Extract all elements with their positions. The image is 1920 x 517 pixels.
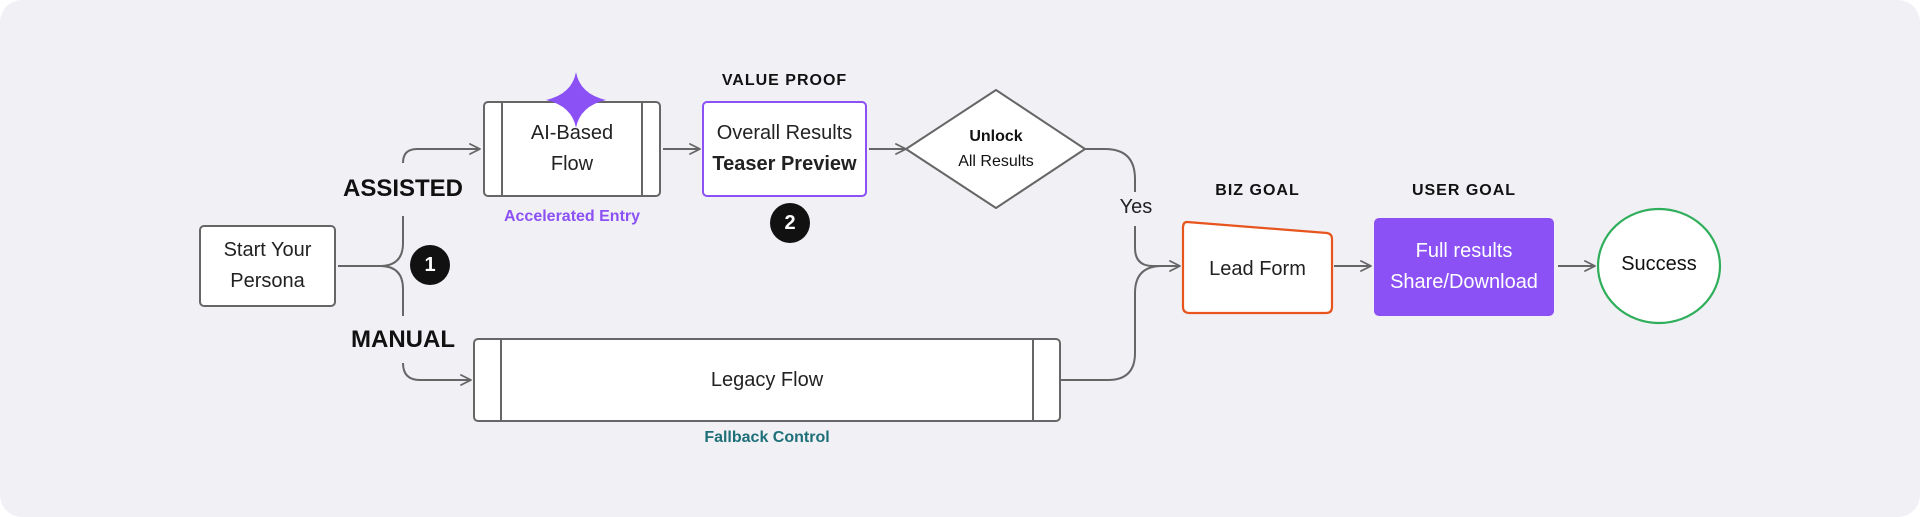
legacy-flow-node: Legacy Flow: [473, 338, 1061, 422]
step-badge-2: 2: [770, 203, 810, 243]
user-goal-header: USER GOAL: [1411, 182, 1517, 199]
arrow-to-legacy-flow: [402, 362, 472, 386]
start-label-line2: Persona: [230, 270, 305, 292]
connector-unlock-yes: [1085, 148, 1136, 192]
sparkle-icon: [546, 72, 606, 128]
ai-flow-caption: Accelerated Entry: [503, 208, 641, 225]
branch-label-manual: MANUAL: [351, 326, 455, 353]
yes-label: Yes: [1119, 196, 1153, 218]
user-goal-label-line2: Share/Download: [1390, 271, 1538, 293]
connector-yes-merge: [1134, 226, 1181, 272]
branch-label-assisted: ASSISTED: [342, 175, 464, 202]
value-proof-label-line1: Overall Results: [716, 122, 853, 144]
legacy-flow-left-bar: [500, 340, 502, 420]
ai-flow-label-line2: Flow: [550, 153, 594, 175]
arrow-to-ai-flow: [402, 143, 481, 164]
biz-goal-header: BIZ GOAL: [1215, 182, 1300, 199]
start-persona-node: Start Your Persona: [199, 225, 336, 307]
start-label-line1: Start Your: [223, 239, 312, 261]
connector-start-fork-lower: [379, 265, 404, 316]
unlock-text: Unlock All Results: [916, 124, 1076, 174]
ai-flow-right-bar: [641, 103, 643, 195]
unlock-label-line1: Unlock: [969, 128, 1023, 145]
user-goal-node: Full results Share/Download: [1374, 218, 1554, 316]
user-goal-label-line1: Full results: [1415, 240, 1513, 262]
legacy-flow-label: Legacy Flow: [710, 368, 824, 391]
connector-legacy-merge: [1061, 265, 1163, 381]
unlock-label-line2: All Results: [958, 153, 1034, 170]
lead-form-label: Lead Form: [1209, 258, 1306, 280]
success-circle: [1596, 207, 1722, 325]
ai-flow-label-line1: AI-Based: [530, 122, 614, 144]
unlock-diamond: [905, 89, 1086, 209]
legacy-flow-right-bar: [1032, 340, 1034, 420]
legacy-flow-caption: Fallback Control: [704, 429, 830, 446]
success-label: Success: [1621, 253, 1697, 275]
step-badge-1: 1: [410, 245, 450, 285]
value-proof-node: Overall Results Teaser Preview: [702, 101, 867, 197]
connector-start-fork: [338, 216, 404, 267]
value-proof-label-line2: Teaser Preview: [712, 153, 857, 175]
lead-form-shape: [1181, 220, 1334, 315]
value-proof-header: VALUE PROOF: [721, 72, 848, 89]
ai-flow-left-bar: [501, 103, 503, 195]
